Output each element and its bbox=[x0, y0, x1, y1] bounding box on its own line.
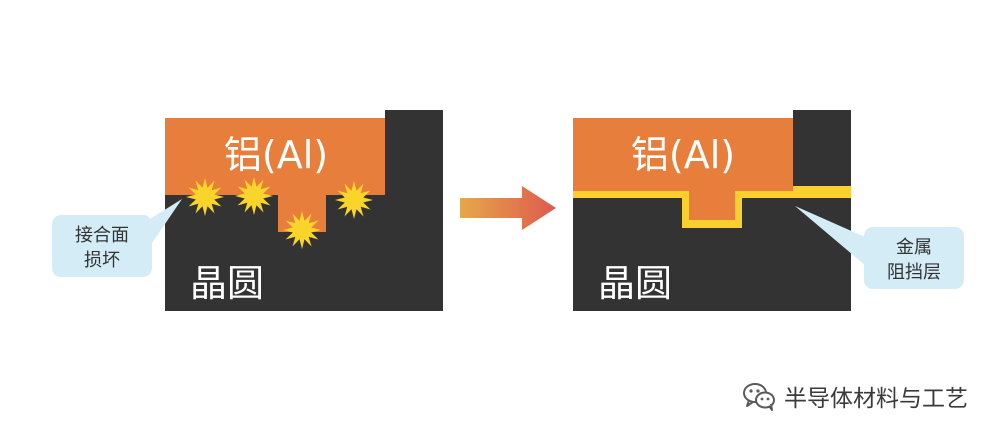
right-callout: 金属 阻挡层 bbox=[795, 206, 964, 289]
right-wafer-label: 晶圆 bbox=[598, 262, 672, 305]
left-aluminum-layer bbox=[165, 118, 385, 232]
wechat-icon bbox=[743, 383, 775, 411]
damage-spark-icon bbox=[283, 211, 321, 249]
right-wafer bbox=[573, 110, 851, 311]
right-callout-line2: 阻挡层 bbox=[887, 262, 941, 283]
right-callout-pointer bbox=[795, 206, 874, 266]
damage-spark-icon bbox=[235, 177, 273, 215]
right-panel: 铝(Al) 晶圆 金属 阻挡层 bbox=[573, 110, 964, 311]
left-callout-line1: 接合面 bbox=[75, 225, 129, 246]
right-callout-line1: 金属 bbox=[896, 237, 932, 258]
left-aluminum-label: 铝(Al) bbox=[224, 133, 328, 177]
damage-spark-icon bbox=[335, 181, 373, 219]
left-callout-box bbox=[52, 215, 152, 277]
right-aluminum-layer bbox=[573, 118, 793, 220]
left-panel: 铝(Al) 晶圆 接合面 损坏 bbox=[52, 110, 443, 311]
left-wafer-label: 晶圆 bbox=[190, 262, 264, 305]
process-arrow-icon bbox=[460, 186, 556, 230]
right-aluminum-label: 铝(Al) bbox=[631, 133, 735, 177]
footer-text: 半导体材料与工艺 bbox=[784, 386, 968, 412]
left-callout: 接合面 损坏 bbox=[52, 199, 182, 277]
footer-watermark: 半导体材料与工艺 bbox=[742, 378, 968, 414]
right-callout-box bbox=[864, 227, 964, 289]
left-callout-line2: 损坏 bbox=[84, 250, 120, 271]
damage-spark-icon bbox=[186, 178, 224, 216]
